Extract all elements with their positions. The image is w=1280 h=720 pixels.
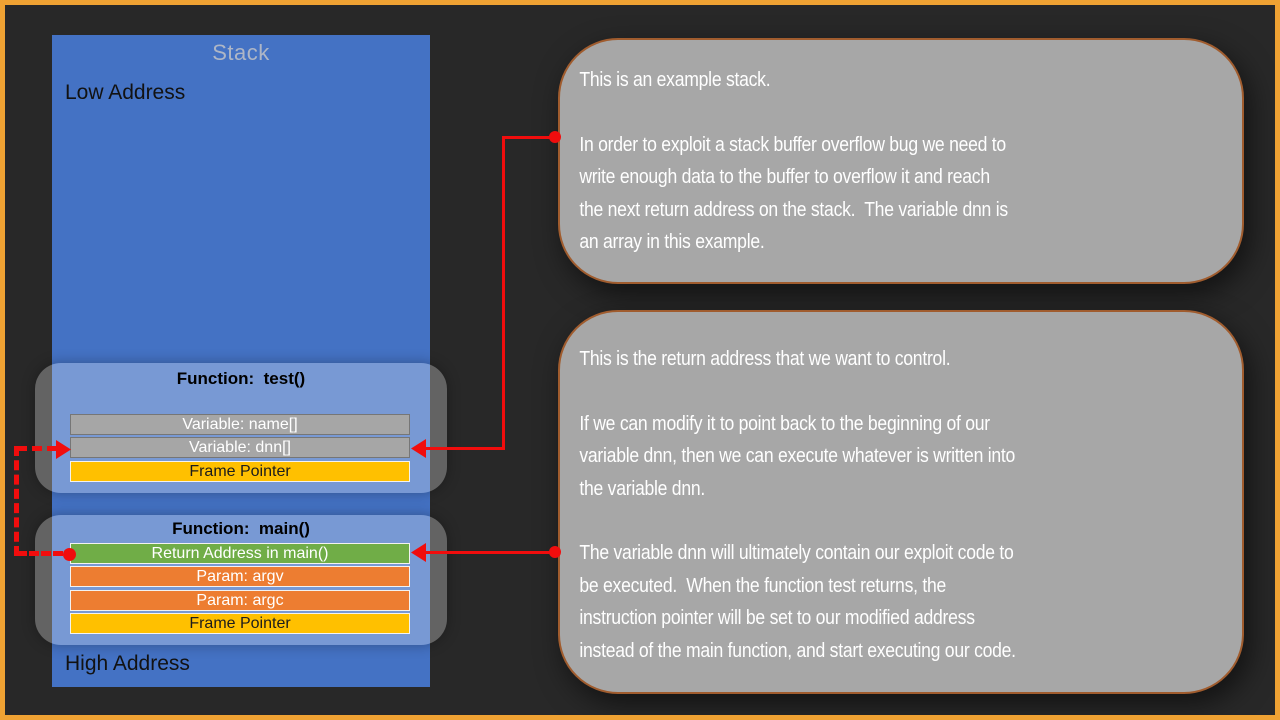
dashed-arrow-bottom-segment <box>17 551 63 556</box>
stack-slot-variable-name: Variable: name[] <box>70 414 410 435</box>
dashed-arrow-top-segment <box>17 446 57 451</box>
callout-return-address: This is the return address that we want … <box>558 310 1244 694</box>
frame-test-title: Function: test() <box>176 369 306 388</box>
arrow1-segment-vertical <box>502 136 505 450</box>
dashed-arrow-origin-dot <box>63 548 76 561</box>
dashed-arrow-vertical-segment <box>14 446 19 556</box>
arrow1-origin-dot <box>549 131 561 143</box>
stack-slot-return-address: Return Address in main() <box>70 543 410 564</box>
callout-return-address-text: This is the return address that we want … <box>579 348 1016 662</box>
stack-slot-variable-dnn: Variable: dnn[] <box>70 437 410 458</box>
frame-main-title: Function: main() <box>172 519 310 538</box>
stack-slot-frame-pointer-main: Frame Pointer <box>70 613 410 634</box>
arrow2-segment <box>425 551 557 554</box>
stack-slot-param-argc: Param: argc <box>70 590 410 611</box>
stack-slot-param-argv: Param: argv <box>70 566 410 587</box>
low-address-label: Low Address <box>65 81 186 104</box>
arrow1-segment-top <box>502 136 557 139</box>
stack-title: Stack <box>212 40 270 65</box>
callout-example-stack-text: This is an example stack. In order to ex… <box>579 69 1008 254</box>
callout-example-stack: This is an example stack. In order to ex… <box>558 38 1244 284</box>
stack-slot-frame-pointer-test: Frame Pointer <box>70 461 410 482</box>
arrow2-origin-dot <box>549 546 561 558</box>
arrow1-segment-bottom <box>425 447 505 450</box>
high-address-label: High Address <box>65 652 190 675</box>
